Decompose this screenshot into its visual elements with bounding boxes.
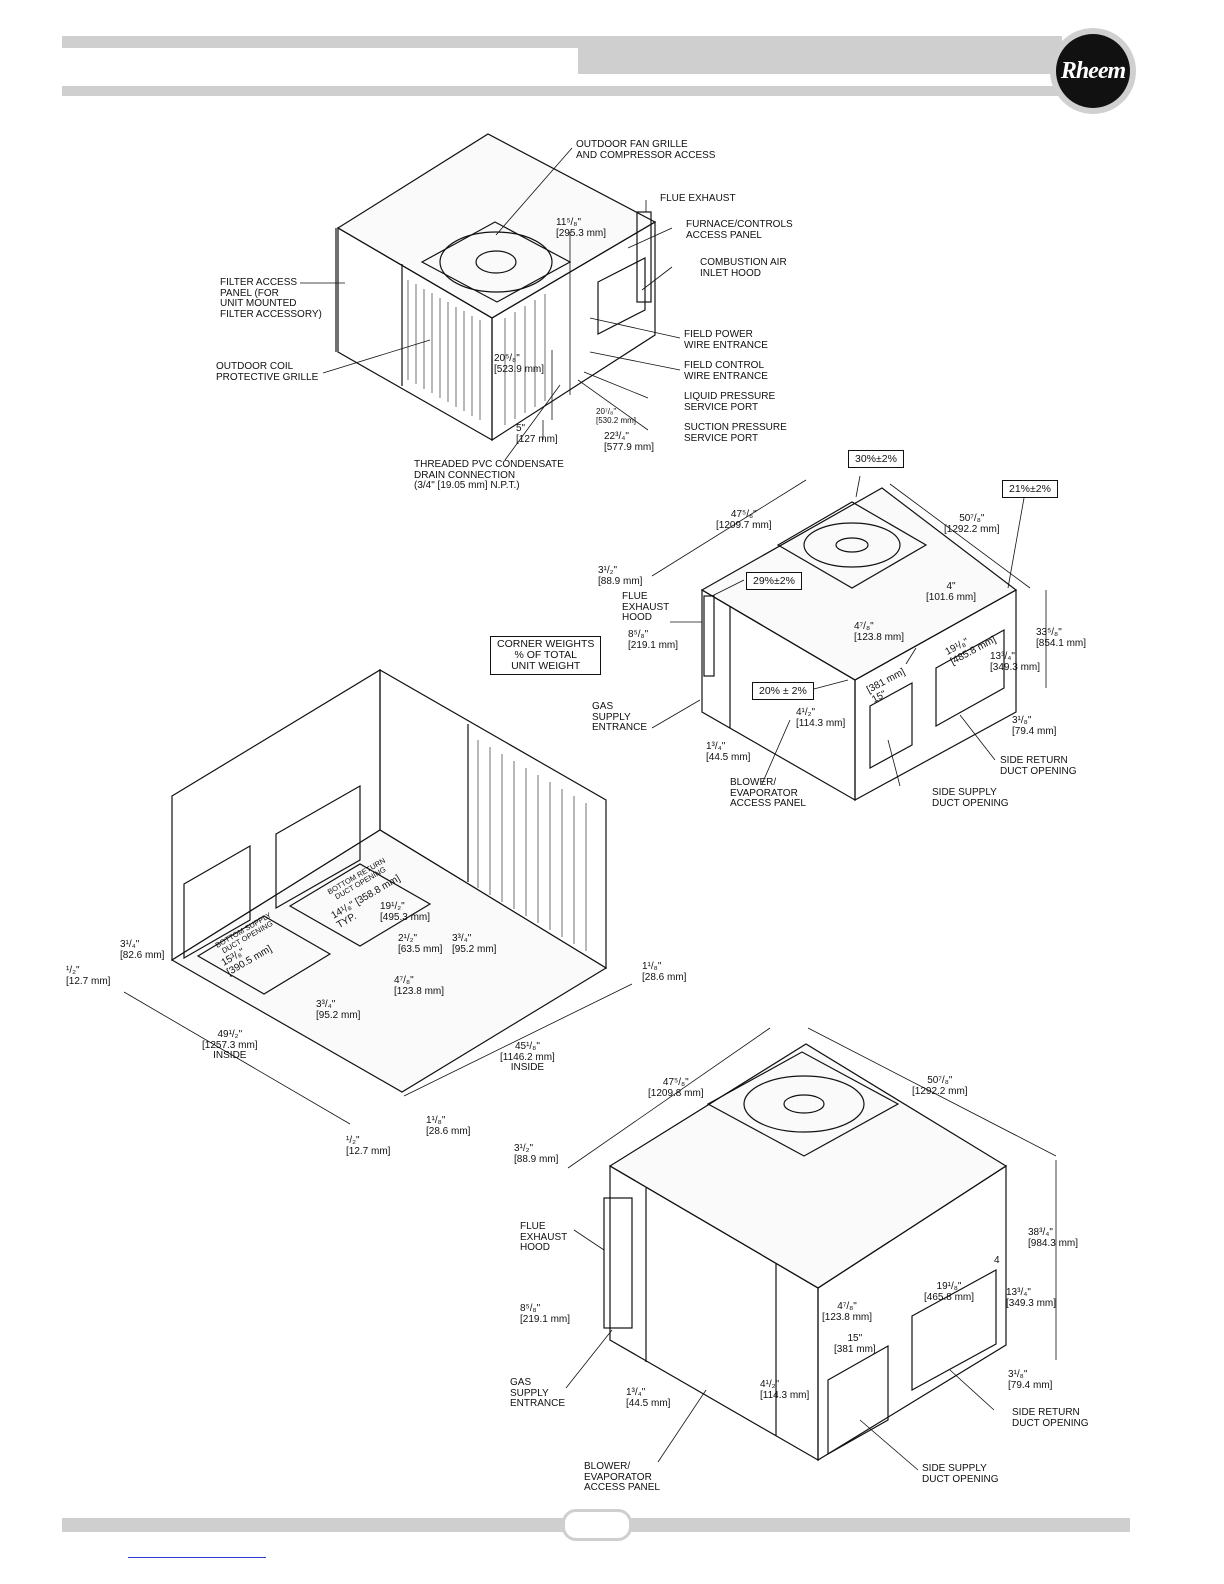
dim-20-7-8: 20⁷/₈" [530.2 mm] bbox=[596, 407, 637, 425]
label-side-return-b: SIDE RETURN DUCT OPENING bbox=[1012, 1407, 1089, 1429]
dim-50-7-8-b: 50⁷/₈" [1292.2 mm] bbox=[912, 1075, 968, 1097]
dim-4-1-2-b: 4¹/₂" [114.3 mm] bbox=[760, 1379, 810, 1401]
dim-1-1-8-a: 1¹/₈" [28.6 mm] bbox=[642, 961, 687, 983]
dim-13-3-4-b: 13³/₄" [349.3 mm] bbox=[1006, 1287, 1057, 1309]
dim-22-3-4: 22³/₄" [577.9 mm] bbox=[604, 431, 655, 453]
label-flue-exhaust-hood-b: FLUE EXHAUST HOOD bbox=[520, 1221, 568, 1253]
dim-33-5-8: 33⁵/₈" [854.1 mm] bbox=[1036, 627, 1087, 649]
dim-3-1-2: 3¹/₂" [88.9 mm] bbox=[598, 565, 643, 587]
label-gas-supply-b: GAS SUPPLY ENTRANCE bbox=[510, 1377, 566, 1409]
label-field-control: FIELD CONTROL WIRE ENTRANCE bbox=[684, 360, 768, 382]
label-suction-port: SUCTION PRESSURE SERVICE PORT bbox=[684, 422, 787, 444]
label-field-power: FIELD POWER WIRE ENTRANCE bbox=[684, 329, 768, 351]
label-blower-access: BLOWER/ EVAPORATOR ACCESS PANEL bbox=[730, 777, 806, 809]
dim-47-5-8-b: 47⁵/₈" [1209.8 mm] bbox=[648, 1077, 704, 1099]
dim-8-5-8-b: 8⁵/₈" [219.1 mm] bbox=[520, 1303, 571, 1325]
dim-8-5-8: 8⁵/₈" [219.1 mm] bbox=[628, 629, 679, 651]
header-bar-top bbox=[62, 36, 1062, 48]
callout-corner-20: 20% ± 2% bbox=[752, 682, 814, 700]
label-gas-supply: GAS SUPPLY ENTRANCE bbox=[592, 701, 648, 733]
callout-corner-29: 29%±2% bbox=[746, 572, 802, 590]
dim-2-1-2: 2¹/₂" [63.5 mm] bbox=[398, 933, 443, 955]
dim-4: 4" [101.6 mm] bbox=[926, 581, 977, 603]
dim-3-3-4-b: 3³/₄" [95.2 mm] bbox=[316, 999, 361, 1021]
label-outdoor-coil: OUTDOOR COIL PROTECTIVE GRILLE bbox=[216, 361, 319, 383]
dim-4-b: 4 bbox=[994, 1255, 1000, 1266]
fig2-unit-drawing bbox=[700, 487, 1018, 802]
callout-corner-21: 21%±2% bbox=[1002, 480, 1058, 498]
dim-13-3-4: 13³/₄" [349.3 mm] bbox=[990, 651, 1041, 673]
label-liquid-port: LIQUID PRESSURE SERVICE PORT bbox=[684, 391, 776, 413]
label-side-supply: SIDE SUPPLY DUCT OPENING bbox=[932, 787, 1009, 809]
callout-corner-30: 30%±2% bbox=[848, 450, 904, 468]
label-flue-exhaust: FLUE EXHAUST bbox=[660, 193, 736, 204]
dim-3-1-8: 3¹/₈" [79.4 mm] bbox=[1012, 715, 1057, 737]
fig3-base-drawing bbox=[170, 668, 608, 1093]
label-condensate: THREADED PVC CONDENSATE DRAIN CONNECTION… bbox=[414, 459, 564, 491]
dim-1-3-4-b: 1³/₄" [44.5 mm] bbox=[626, 1387, 671, 1409]
dim-1-3-4: 1³/₄" [44.5 mm] bbox=[706, 741, 751, 763]
fig3-leaders bbox=[123, 983, 633, 1125]
dim-3-1-4: 3¹/₄" [82.6 mm] bbox=[120, 939, 165, 961]
dim-50-7-8: 50⁷/₈" [1292.2 mm] bbox=[944, 513, 1000, 535]
dim-3-1-8-b: 3¹/₈" [79.4 mm] bbox=[1008, 1369, 1053, 1391]
dim-45-1-8: 45¹/₈" [1146.2 mm] INSIDE bbox=[500, 1041, 555, 1073]
dim-1-2-a: ¹/₂" [12.7 mm] bbox=[66, 965, 111, 987]
label-furnace-access: FURNACE/CONTROLS ACCESS PANEL bbox=[686, 219, 793, 241]
dim-49-1-2: 49¹/₂" [1257.3 mm] INSIDE bbox=[202, 1029, 258, 1061]
dim-4-1-2: 4¹/₂" [114.3 mm] bbox=[796, 707, 846, 729]
dim-19-1-2: 19¹/₂" [495.3 mm] bbox=[380, 901, 431, 923]
dim-4-7-8-b: 4⁷/₈" [123.8 mm] bbox=[394, 975, 445, 997]
label-outdoor-fan-grille: OUTDOOR FAN GRILLE AND COMPRESSOR ACCESS bbox=[576, 139, 716, 161]
rheem-logo: Rheem bbox=[1056, 34, 1130, 108]
dim-1-1-8-b: 1¹/₈" [28.6 mm] bbox=[426, 1115, 471, 1137]
fig4-leaders bbox=[565, 1027, 1057, 1471]
label-combustion-hood: COMBUSTION AIR INLET HOOD bbox=[700, 257, 787, 279]
fig2-leaders bbox=[651, 475, 1047, 787]
dim-1-2-b: ¹/₂" [12.7 mm] bbox=[346, 1135, 391, 1157]
fig1-leaders bbox=[300, 147, 681, 461]
label-flue-exhaust-hood: FLUE EXHAUST HOOD bbox=[622, 591, 670, 623]
dim-38-3-4: 38³/₄" [984.3 mm] bbox=[1028, 1227, 1079, 1249]
header-bar-tab bbox=[578, 48, 1062, 74]
dim-11-5-8: 11⁵/₈" [295.3 mm] bbox=[556, 217, 607, 239]
page-number-pill bbox=[562, 1509, 632, 1541]
dim-20-5-8: 20⁵/₈" [523.9 mm] bbox=[494, 353, 545, 375]
label-filter-access: FILTER ACCESS PANEL (FOR UNIT MOUNTED FI… bbox=[220, 277, 322, 320]
label-side-supply-b: SIDE SUPPLY DUCT OPENING bbox=[922, 1463, 999, 1485]
dim-15-b: 15" [381 mm] bbox=[834, 1333, 876, 1355]
dim-4-7-8: 4⁷/₈" [123.8 mm] bbox=[854, 621, 905, 643]
label-blower-access-b: BLOWER/ EVAPORATOR ACCESS PANEL bbox=[584, 1461, 660, 1493]
fig4-unit-drawing bbox=[603, 1043, 1008, 1462]
header-bar-bottom bbox=[62, 86, 1062, 96]
dim-47-5-8: 47⁵/₈" [1209.7 mm] bbox=[716, 509, 772, 531]
footer-link-underline[interactable] bbox=[128, 1557, 266, 1558]
dim-19-1-8-b: 19¹/₈" [465.8 mm] bbox=[924, 1281, 975, 1303]
dim-3-1-2-b: 3¹/₂" [88.9 mm] bbox=[514, 1143, 559, 1165]
dim-4-7-8-c: 4⁷/₈" [123.8 mm] bbox=[822, 1301, 873, 1323]
fig1-unit-drawing bbox=[335, 133, 657, 442]
callout-corner-weights: CORNER WEIGHTS % OF TOTAL UNIT WEIGHT bbox=[490, 636, 602, 675]
dim-3-3-4-a: 3³/₄" [95.2 mm] bbox=[452, 933, 497, 955]
label-side-return: SIDE RETURN DUCT OPENING bbox=[1000, 755, 1077, 777]
dim-5: 5" [127 mm] bbox=[516, 423, 558, 445]
